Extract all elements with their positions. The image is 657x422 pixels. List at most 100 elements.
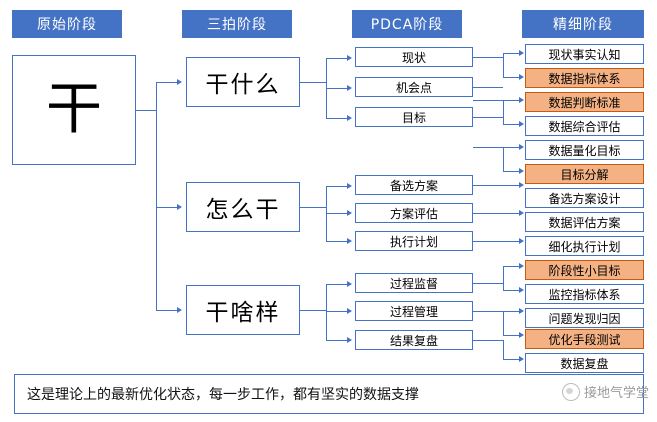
connector-c2-2-to-c3-3 — [326, 241, 350, 242]
connector-c3-2-3 — [473, 241, 522, 242]
connector-c2-2-to-c3-2 — [326, 213, 350, 214]
arrow-c3-1-2-b — [519, 120, 524, 127]
connector-c2-1-to-c3-2 — [326, 88, 350, 89]
detail-box-3-2[interactable]: 监控指标体系 — [525, 284, 644, 304]
connector-c3-1-3-stem — [473, 117, 503, 118]
detail-box-1-5[interactable]: 数据量化目标 — [525, 140, 644, 160]
connector-c3-3-3-trunk — [503, 340, 504, 360]
detail-box-2-4[interactable]: 细化执行计划 — [525, 236, 644, 256]
connector-c2-3-to-c3-2 — [326, 311, 350, 312]
arrow-c2-2-to-c3-1 — [347, 182, 352, 189]
connector-c3-1-3-drop — [473, 147, 503, 148]
arrow-c3-2-3 — [519, 237, 524, 244]
connector-c3-3-2-stem — [473, 311, 503, 312]
connector-c3-3-3-a — [503, 359, 522, 360]
arrow-c3-3-1-b — [519, 286, 524, 293]
detail-box-2-2[interactable]: 备选方案设计 — [525, 188, 644, 208]
connector-c3-3-2-a — [503, 311, 522, 312]
pdca-box-3-2[interactable]: 过程管理 — [355, 301, 473, 321]
pdca-box-3-3[interactable]: 结果复盘 — [355, 330, 473, 350]
detail-box-1-4[interactable]: 数据综合评估 — [525, 116, 644, 136]
connector-c2-1-to-c3-3 — [326, 118, 350, 119]
arrow-c3-2-1 — [519, 181, 524, 188]
detail-box-1-3[interactable]: 数据判断标准 — [525, 92, 644, 112]
arrow-c3-3-2-b — [519, 331, 524, 338]
connector-c3-3-3-stem — [473, 340, 503, 341]
arrow-root-to-c2-3 — [177, 306, 182, 313]
connector-c3-1-2-a — [503, 100, 522, 101]
connector-c3-3-1-stem — [473, 283, 503, 284]
arrow-c2-3-to-c3-3 — [347, 336, 352, 343]
connector-c3-1-1-trunk — [503, 53, 504, 77]
connector-c3-1-2-drop — [473, 100, 503, 101]
arrow-c3-3-1-a — [519, 262, 524, 269]
header-stage-3: PDCA阶段 — [352, 10, 462, 38]
arrow-c3-1-1-a — [519, 49, 524, 56]
pdca-box-1-3[interactable]: 目标 — [355, 107, 473, 127]
mid-box-1[interactable]: 干什么 — [186, 57, 300, 107]
connector-c3-3-2-trunk — [503, 311, 504, 335]
arrow-root-to-c2-1 — [177, 78, 182, 85]
connector-c3-1-3-a — [503, 147, 522, 148]
connector-c3-1-2-b — [503, 124, 522, 125]
connector-c3-2-2 — [473, 213, 522, 214]
caption-text: 这是理论上的最新优化状态，每一步工作，都有坚实的数据支撑 — [27, 387, 419, 403]
header-stage-1: 原始阶段 — [12, 10, 122, 38]
detail-box-1-2[interactable]: 数据指标体系 — [525, 68, 644, 88]
connector-root-trunk — [156, 82, 157, 310]
connector-c3-1-1-b — [503, 77, 522, 78]
connector-c2-1-to-c3-1 — [326, 58, 350, 59]
pdca-box-2-3[interactable]: 执行计划 — [355, 231, 473, 251]
arrow-c2-3-to-c3-2 — [347, 307, 352, 314]
connector-c3-3-1-a — [503, 266, 522, 267]
connector-c3-3-1-b — [503, 290, 522, 291]
connector-root-to-c2-3 — [156, 310, 180, 311]
detail-box-2-1[interactable]: 目标分解 — [525, 164, 644, 184]
connector-c2-2-stem — [300, 207, 326, 208]
detail-box-3-1[interactable]: 阶段性小目标 — [525, 260, 644, 280]
connector-c3-1-2-trunk — [503, 100, 504, 124]
connector-c3-3-1-trunk — [503, 266, 504, 290]
arrow-c2-2-to-c3-3 — [347, 237, 352, 244]
watermark: 接地气学堂 — [561, 382, 649, 401]
arrow-c2-1-to-c3-3 — [347, 114, 352, 121]
arrow-c2-1-to-c3-1 — [347, 54, 352, 61]
connector-c2-3-to-c3-3 — [326, 340, 350, 341]
pdca-box-1-1[interactable]: 现状 — [355, 47, 473, 67]
detail-box-3-5[interactable]: 数据复盘 — [525, 353, 644, 373]
pdca-box-2-2[interactable]: 方案评估 — [355, 203, 473, 223]
detail-box-1-1[interactable]: 现状事实认知 — [525, 44, 644, 64]
header-stage-4: 精细阶段 — [522, 10, 644, 38]
arrow-c3-1-3-b — [519, 167, 524, 174]
root-box-gan[interactable]: 干 — [12, 55, 136, 165]
connector-c3-2-1 — [473, 185, 522, 186]
detail-box-2-3[interactable]: 数据评估方案 — [525, 212, 644, 232]
pdca-box-3-1[interactable]: 过程监督 — [355, 273, 473, 293]
connector-c3-1-2-stem — [473, 87, 503, 88]
mid-box-2[interactable]: 怎么干 — [186, 182, 300, 232]
brand-logo-icon — [561, 382, 580, 401]
arrow-c3-1-3-a — [519, 143, 524, 150]
connector-root-to-c2-2 — [156, 207, 180, 208]
arrow-c2-3-to-c3-1 — [347, 280, 352, 287]
arrow-root-to-c2-2 — [177, 203, 182, 210]
arrow-c3-2-2 — [519, 209, 524, 216]
detail-box-3-4[interactable]: 优化手段测试 — [525, 329, 644, 349]
watermark-text: 接地气学堂 — [583, 386, 649, 401]
arrow-c3-1-1-b — [519, 73, 524, 80]
pdca-box-2-1[interactable]: 备选方案 — [355, 175, 473, 195]
pdca-box-1-2[interactable]: 机会点 — [355, 77, 473, 97]
connector-c2-1-stem — [300, 82, 326, 83]
connector-c2-3-to-c3-1 — [326, 284, 350, 285]
mid-box-3[interactable]: 干啥样 — [186, 285, 300, 335]
connector-c2-3-trunk — [326, 284, 327, 340]
connector-root-stem — [136, 110, 156, 111]
arrow-c2-2-to-c3-2 — [347, 209, 352, 216]
detail-box-3-3[interactable]: 问题发现归因 — [525, 308, 644, 328]
connector-c3-1-3-trunk — [503, 147, 504, 171]
arrow-c2-1-to-c3-2 — [347, 84, 352, 91]
header-stage-2: 三拍阶段 — [182, 10, 292, 38]
connector-root-to-c2-1 — [156, 82, 180, 83]
arrow-c3-3-3-a — [519, 355, 524, 362]
